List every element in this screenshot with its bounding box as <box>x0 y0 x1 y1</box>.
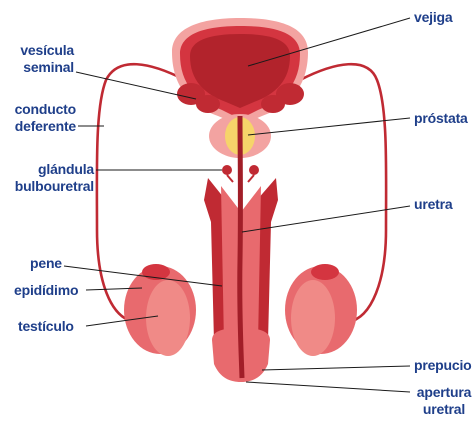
label-epididimo: epidídimo <box>14 282 78 299</box>
label-testiculo: testículo <box>18 318 74 335</box>
label-conducto-deferente-line2: deferente <box>4 118 76 135</box>
label-uretra: uretra <box>414 196 452 213</box>
label-apertura-uretral-line1: apertura <box>412 384 476 401</box>
label-prepucio: prepucio <box>414 357 472 374</box>
label-prostata: próstata <box>414 110 468 127</box>
label-vesicula-seminal-line2: seminal <box>8 59 74 76</box>
urethra <box>240 116 242 378</box>
label-glandula-bulbouretral-line2: bulbouretral <box>2 178 94 195</box>
epididymis-right <box>311 264 339 280</box>
label-apertura-uretral-line2: uretral <box>412 401 476 418</box>
label-vejiga: vejiga <box>414 9 453 26</box>
label-vesicula-seminal-line1: vesícula <box>8 42 74 59</box>
label-glandula-bulbouretral-line1: glándula <box>2 161 94 178</box>
label-conducto-deferente: conducto deferente <box>4 101 76 135</box>
label-glandula-bulbouretral: glándula bulbouretral <box>2 161 94 195</box>
label-conducto-deferente-line1: conducto <box>4 101 76 118</box>
label-apertura-uretral: apertura uretral <box>412 384 476 418</box>
bladder <box>172 18 308 122</box>
label-vesicula-seminal: vesícula seminal <box>8 42 74 76</box>
label-pene: pene <box>30 255 62 272</box>
